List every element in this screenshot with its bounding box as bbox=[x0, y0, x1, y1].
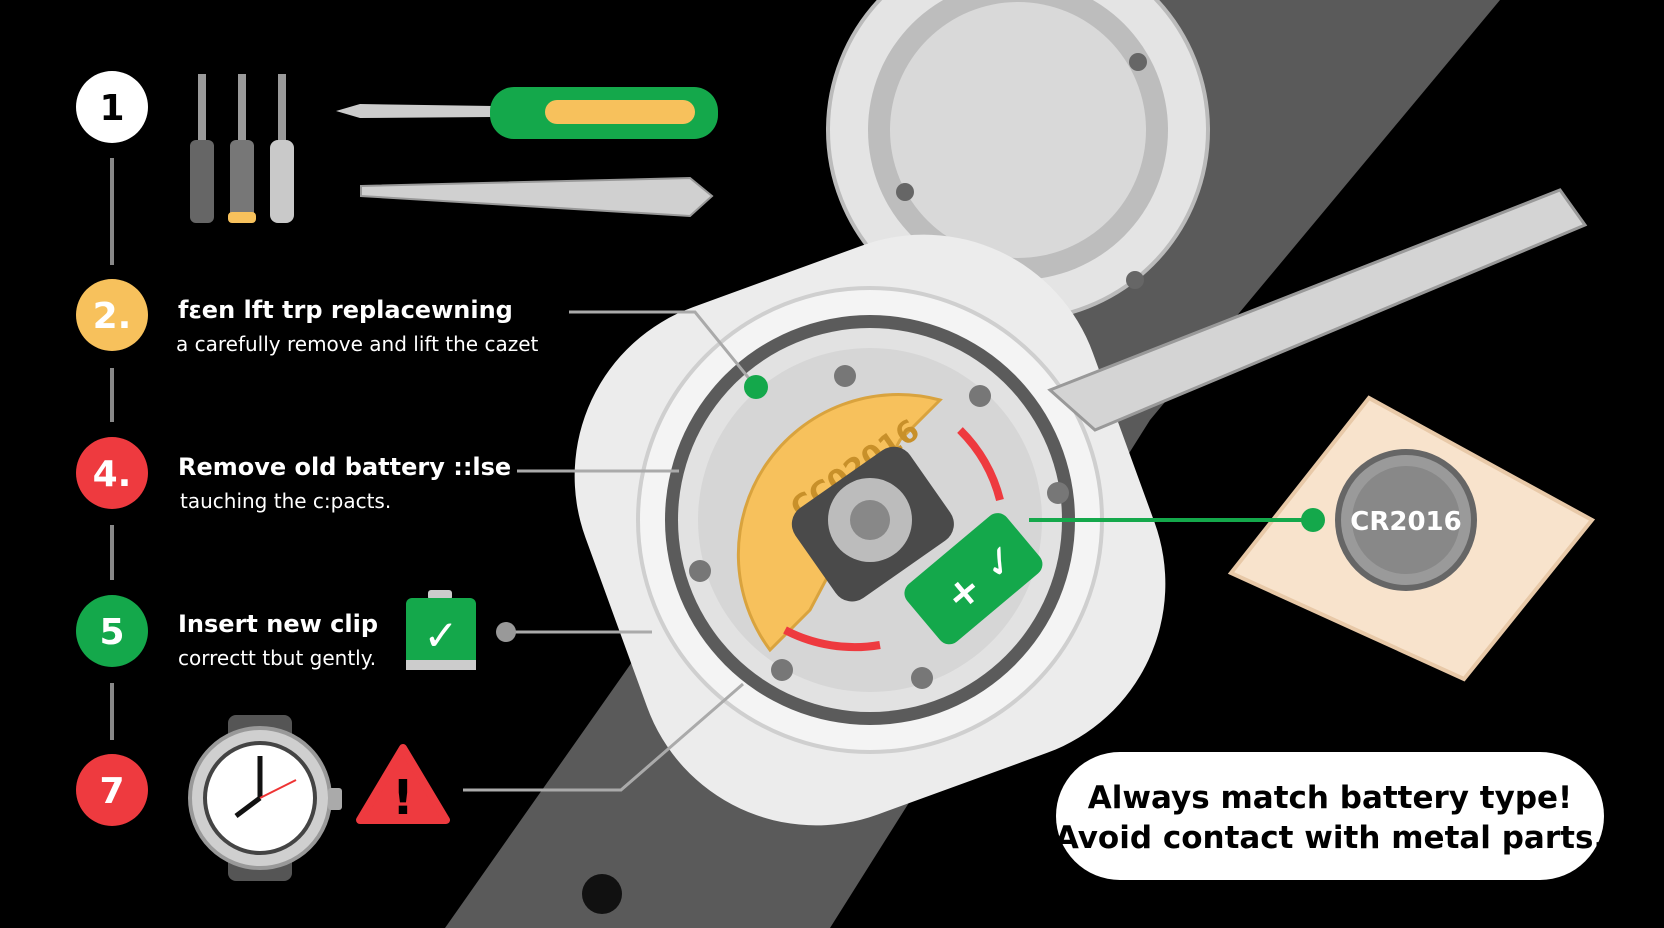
svg-text:!: ! bbox=[392, 770, 414, 826]
tweezers-icon bbox=[360, 176, 714, 218]
step-number: 4. bbox=[93, 454, 132, 495]
step-5-subtitle: correctt tbut gently. bbox=[178, 646, 376, 670]
warning-icon: ! bbox=[356, 744, 450, 826]
step-4-subtitle: tauching the c:pacts. bbox=[180, 489, 391, 513]
warning-line-1: Always match battery type! bbox=[1088, 780, 1572, 816]
step-4-title: Remove old battery ::lse bbox=[178, 453, 511, 481]
warning-line-2: Avoid contact with metal parts. bbox=[1055, 820, 1605, 856]
battery-check-icon: ✓ bbox=[406, 590, 476, 670]
step-2-title: fεen lft trp replacewning bbox=[178, 296, 513, 324]
step-2-badge bbox=[76, 437, 148, 509]
tweezers-right-icon bbox=[1047, 188, 1588, 432]
wristwatch-icon bbox=[188, 715, 342, 881]
step-4-badge bbox=[76, 754, 148, 826]
callout-lines bbox=[463, 310, 758, 792]
coin-label: CR2016 bbox=[1350, 507, 1461, 537]
svg-text:✓: ✓ bbox=[423, 611, 458, 660]
step-number: 7 bbox=[99, 771, 124, 812]
step-3-badge bbox=[76, 595, 148, 667]
step-5-title: Insert new clip bbox=[178, 610, 378, 638]
step-2-subtitle: a carefully remove and lift the cazet bbox=[176, 332, 539, 356]
step-1-badge bbox=[76, 279, 148, 351]
step-number: 1 bbox=[99, 88, 124, 129]
step-0-badge bbox=[76, 71, 148, 143]
screwdriver-icon bbox=[336, 87, 718, 139]
warning-banner bbox=[1056, 752, 1604, 880]
step-number: 2. bbox=[93, 296, 132, 337]
screwdriver-set-icon bbox=[190, 74, 294, 223]
strap-hole bbox=[582, 874, 622, 914]
step-number: 5 bbox=[99, 612, 124, 653]
watch-case: CC02016 + ✓ bbox=[574, 234, 1166, 826]
